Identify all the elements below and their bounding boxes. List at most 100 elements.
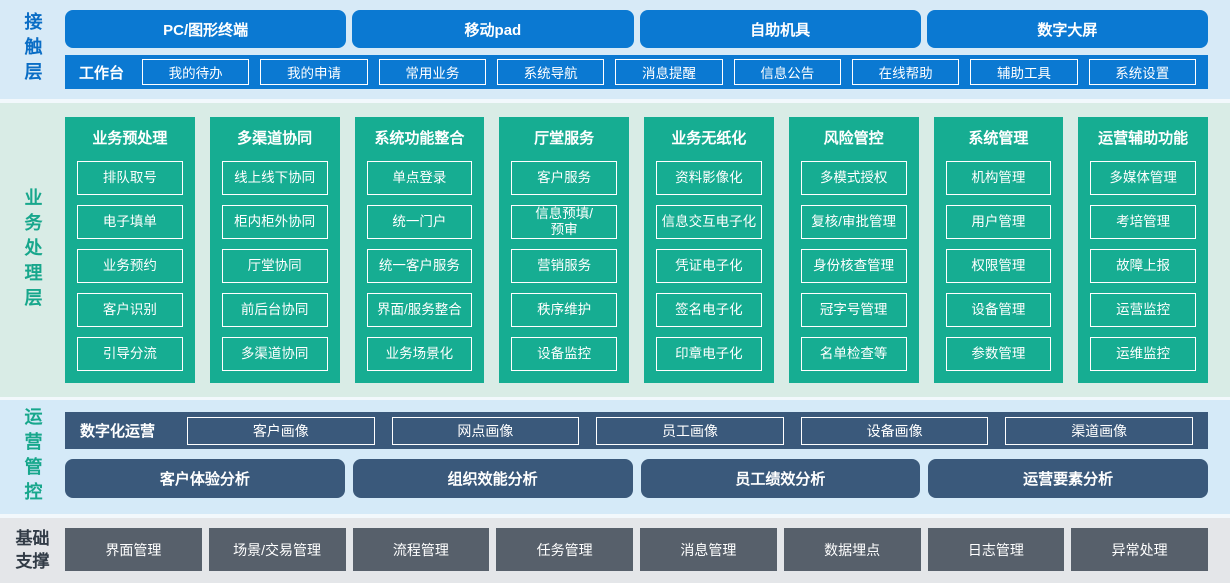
business-column-item[interactable]: 多渠道协同 (221, 337, 328, 371)
business-column-item[interactable]: 单点登录 (366, 161, 473, 195)
business-column-item[interactable]: 业务场景化 (366, 337, 473, 371)
business-column-item[interactable]: 用户管理 (945, 205, 1052, 239)
foundation-item[interactable]: 消息管理 (640, 528, 777, 571)
business-column-item[interactable]: 复核/审批管理 (800, 205, 907, 239)
business-column-item[interactable]: 权限管理 (945, 249, 1052, 283)
business-column-item[interactable]: 电子填单 (77, 205, 183, 239)
workbench-item[interactable]: 信息公告 (733, 59, 841, 85)
analysis-button[interactable]: 组织效能分析 (352, 459, 633, 498)
business-column: 业务无纸化 资料影像化信息交互电子化凭证电子化签名电子化印章电子化 (644, 117, 774, 383)
business-column-items: 单点登录统一门户统一客户服务界面/服务整合业务场景化 (366, 151, 473, 371)
workbench-item[interactable]: 系统导航 (497, 59, 605, 85)
business-column: 系统功能整合 单点登录统一门户统一客户服务界面/服务整合业务场景化 (354, 117, 485, 383)
workbench-item[interactable]: 在线帮助 (851, 59, 960, 85)
business-column-item[interactable]: 多模式授权 (800, 161, 907, 195)
business-column-title: 多渠道协同 (237, 129, 313, 147)
analysis-row: 客户体验分析组织效能分析员工绩效分析运营要素分析 (65, 459, 1208, 498)
business-column-item[interactable]: 业务预约 (77, 249, 183, 283)
workbench-item[interactable]: 我的待办 (142, 59, 250, 85)
business-column-title: 业务无纸化 (671, 129, 747, 147)
foundation-items: 界面管理场景/交易管理流程管理任务管理消息管理数据埋点日志管理异常处理 (65, 528, 1208, 571)
business-column-item[interactable]: 考培管理 (1090, 205, 1196, 239)
profile-item[interactable]: 网点画像 (391, 416, 580, 445)
workbench-item[interactable]: 消息提醒 (615, 59, 723, 85)
channel-button[interactable]: 移动pad (352, 10, 634, 48)
foundation-item[interactable]: 任务管理 (496, 528, 633, 571)
channel-button[interactable]: PC/图形终端 (65, 10, 347, 48)
profile-item[interactable]: 渠道画像 (1005, 416, 1193, 445)
business-column-items: 资料影像化信息交互电子化凭证电子化签名电子化印章电子化 (656, 151, 762, 371)
business-column-item[interactable]: 统一客户服务 (366, 249, 473, 283)
contact-layer-label-text: 接触层 (22, 12, 43, 87)
business-column-item[interactable]: 资料影像化 (656, 161, 762, 195)
business-column: 业务预处理 排队取号电子填单业务预约客户识别引导分流 (65, 117, 195, 383)
digital-ops-items: 客户画像网点画像员工画像设备画像渠道画像 (187, 416, 1193, 445)
business-column-item[interactable]: 设备监控 (511, 337, 617, 371)
business-column-item[interactable]: 参数管理 (945, 337, 1052, 371)
business-column: 厅堂服务 客户服务信息预填/ 预审营销服务秩序维护设备监控 (499, 117, 629, 383)
business-column-item[interactable]: 多媒体管理 (1090, 161, 1196, 195)
digital-ops-label: 数字化运营 (80, 423, 156, 440)
business-column-item[interactable]: 客户识别 (77, 293, 183, 327)
business-column-item[interactable]: 线上线下协同 (221, 161, 328, 195)
profile-item[interactable]: 设备画像 (800, 416, 989, 445)
business-column-item[interactable]: 秩序维护 (511, 293, 617, 327)
business-column-item[interactable]: 身份核查管理 (800, 249, 907, 283)
foundation-item[interactable]: 场景/交易管理 (208, 528, 346, 571)
foundation-item[interactable]: 异常处理 (1071, 528, 1208, 571)
business-column-item[interactable]: 前后台协同 (221, 293, 328, 327)
business-column-item[interactable]: 引导分流 (77, 337, 183, 371)
business-column-item[interactable]: 设备管理 (945, 293, 1052, 327)
profile-item[interactable]: 客户画像 (187, 416, 375, 445)
workbench-item[interactable]: 辅助工具 (970, 59, 1078, 85)
business-column: 风险管控 多模式授权复核/审批管理身份核查管理冠字号管理名单检查等 (788, 117, 919, 383)
business-column-item[interactable]: 厅堂协同 (221, 249, 328, 283)
analysis-button[interactable]: 员工绩效分析 (640, 459, 921, 498)
business-layer-band: 业务处理层 业务预处理 排队取号电子填单业务预约客户识别引导分流 多渠道协同 线… (0, 103, 1230, 397)
foundation-label: 基础支撑 (0, 518, 65, 583)
business-layer-label-text: 业务处理层 (22, 187, 43, 313)
analysis-button[interactable]: 运营要素分析 (928, 459, 1208, 498)
business-column-item[interactable]: 运维监控 (1090, 337, 1196, 371)
business-column-item[interactable]: 冠字号管理 (800, 293, 907, 327)
operations-label-text: 运营管控 (22, 407, 43, 507)
business-column-item[interactable]: 信息交互电子化 (656, 205, 762, 239)
foundation-item[interactable]: 界面管理 (65, 528, 202, 571)
profile-item[interactable]: 员工画像 (596, 416, 784, 445)
business-column-item[interactable]: 柜内柜外协同 (221, 205, 328, 239)
workbench-label: 工作台 (79, 64, 125, 82)
business-column-item[interactable]: 信息预填/ 预审 (511, 205, 617, 239)
workbench-item[interactable]: 系统设置 (1088, 59, 1196, 85)
operations-label: 运营管控 (0, 400, 65, 514)
analysis-button[interactable]: 客户体验分析 (65, 459, 345, 498)
foundation-label-text: 基础支撑 (15, 529, 50, 571)
business-column-item[interactable]: 统一门户 (366, 205, 473, 239)
workbench-item[interactable]: 常用业务 (378, 59, 486, 85)
business-column-item[interactable]: 故障上报 (1090, 249, 1196, 283)
foundation-item[interactable]: 流程管理 (352, 528, 490, 571)
business-column-item[interactable]: 客户服务 (511, 161, 617, 195)
business-column-item[interactable]: 签名电子化 (656, 293, 762, 327)
workbench-item[interactable]: 我的申请 (260, 59, 368, 85)
foundation-item[interactable]: 日志管理 (927, 528, 1065, 571)
channel-button[interactable]: 自助机具 (639, 10, 921, 48)
business-column-item[interactable]: 排队取号 (77, 161, 183, 195)
business-column-items: 线上线下协同柜内柜外协同厅堂协同前后台协同多渠道协同 (221, 151, 328, 371)
business-column-item[interactable]: 印章电子化 (656, 337, 762, 371)
business-column-item[interactable]: 运营监控 (1090, 293, 1196, 327)
business-column-item[interactable]: 凭证电子化 (656, 249, 762, 283)
business-column-item[interactable]: 名单检查等 (800, 337, 907, 371)
business-column-title: 系统管理 (968, 129, 1029, 147)
business-column-item[interactable]: 营销服务 (511, 249, 617, 283)
business-column: 运营辅助功能 多媒体管理考培管理故障上报运营监控运维监控 (1078, 117, 1208, 383)
business-column-item[interactable]: 界面/服务整合 (366, 293, 473, 327)
foundation-item[interactable]: 数据埋点 (783, 528, 921, 571)
workbench-bar: 工作台 我的待办我的申请常用业务系统导航消息提醒信息公告在线帮助辅助工具系统设置 (65, 55, 1208, 89)
business-column-title: 厅堂服务 (534, 129, 595, 147)
channel-button[interactable]: 数字大屏 (926, 10, 1208, 48)
business-column-title: 系统功能整合 (374, 129, 465, 147)
business-column-item[interactable]: 机构管理 (945, 161, 1052, 195)
